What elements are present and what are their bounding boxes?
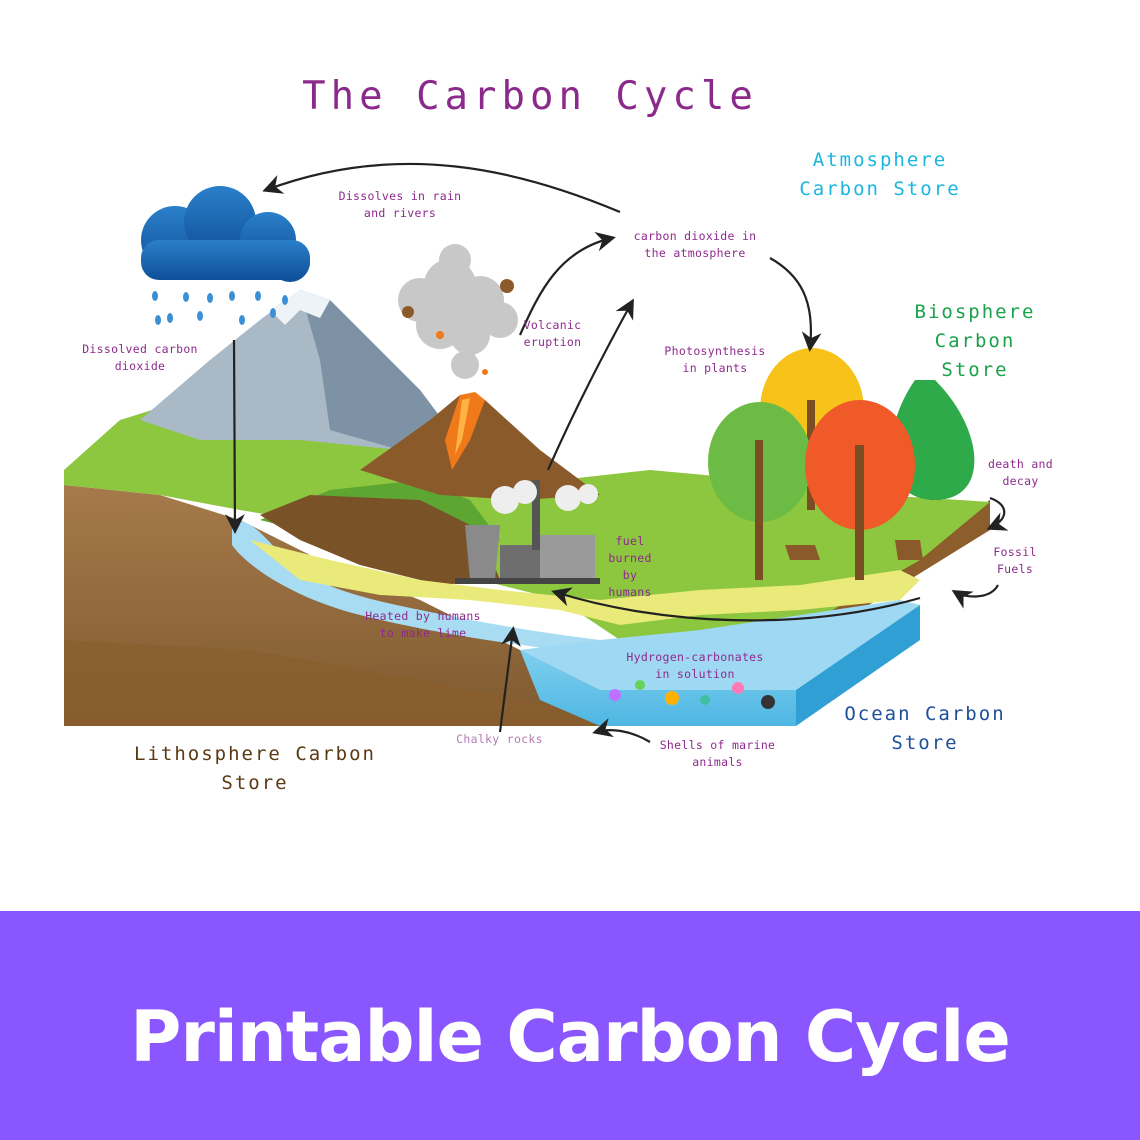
label-fossil-fuels: Fossil Fuels	[993, 545, 1037, 576]
label-chalky-rocks: Chalky rocks	[456, 732, 543, 746]
label-dissolved-co2: Dissolved carbon dioxide	[82, 342, 198, 373]
arrow-factory-up	[546, 298, 634, 471]
rain-cloud	[141, 186, 310, 325]
label-dissolves-rain: Dissolves in rain and rivers	[338, 189, 462, 220]
arrow-atmosphere-photo	[769, 257, 822, 352]
factory	[455, 480, 600, 584]
trees	[708, 348, 975, 580]
arrow-death	[986, 496, 1009, 531]
label-death-decay: death and decay	[987, 457, 1053, 488]
arrow-fossil-factory	[551, 587, 921, 622]
arrow-chalky-up	[498, 626, 521, 733]
cycle-arrows	[225, 162, 1009, 743]
river	[232, 520, 600, 650]
mountain	[140, 290, 450, 450]
banner-title: Printable Carbon Cycle	[130, 996, 1011, 1078]
label-volcanic-eruption: Volcanic eruption	[523, 318, 582, 349]
beach	[250, 540, 920, 625]
arrow-rain	[262, 162, 621, 214]
ocean-store-label: Ocean Carbon Store	[844, 703, 1006, 754]
arrow-shells	[592, 718, 651, 743]
arrow-cloud-down	[225, 339, 245, 534]
label-hydrogen-carbonates: Hydrogen-carbonates in solution	[626, 650, 764, 681]
carbon-cycle-illustration	[64, 162, 1009, 743]
soil-lower-band	[64, 640, 796, 726]
ocean	[520, 600, 920, 726]
bottom-banner	[0, 911, 1140, 1140]
arrow-volcano-up	[518, 231, 616, 336]
cliff-face	[260, 495, 500, 585]
label-co2-atmosphere: carbon dioxide in the atmosphere	[633, 229, 757, 260]
label-shells: Shells of marine animals	[659, 738, 776, 769]
volcano	[360, 244, 600, 500]
atmosphere-store-label: Atmosphere Carbon Store	[799, 149, 961, 200]
lithosphere-store-label: Lithosphere Carbon Store	[134, 743, 376, 794]
volcano-smoke	[398, 244, 518, 379]
label-photosynthesis: Photosynthesis in plants	[664, 344, 766, 375]
arrow-fossil	[951, 584, 999, 609]
page-title: The Carbon Cycle	[302, 74, 758, 119]
biosphere-store-label: Biosphere Carbon Store	[914, 301, 1036, 381]
label-fuel-burned: fuel burned by humans	[608, 534, 652, 599]
label-heated-lime: Heated by humans to make lime	[365, 609, 481, 640]
